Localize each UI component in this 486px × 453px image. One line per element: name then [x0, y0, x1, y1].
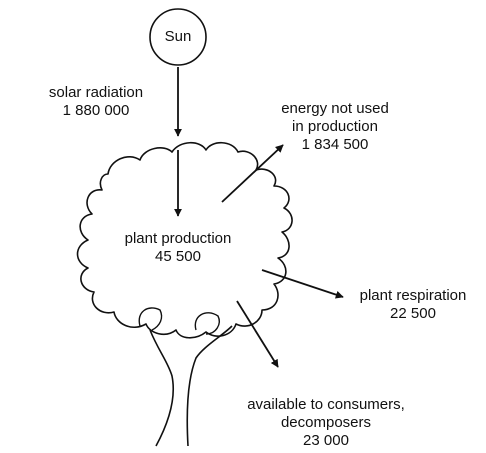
plant-production-label: plant production: [124, 230, 232, 247]
available-line1: available to consumers,: [247, 396, 405, 413]
available-value: 23 000: [303, 432, 349, 449]
sun-label: Sun: [164, 28, 192, 45]
tree-trunk-right: [186, 325, 233, 447]
solar-radiation-label-group: solar radiation 1 880 000: [30, 84, 162, 120]
energy-not-used-label-group: energy not used in production 1 834 500: [270, 100, 400, 154]
solar-radiation-value: 1 880 000: [62, 102, 130, 119]
energy-not-used-line2: in production: [292, 118, 378, 135]
sun-circle: [149, 8, 207, 66]
plant-production-label-group: plant production 45 500: [108, 230, 248, 266]
plant-respiration-value: 22 500: [390, 305, 436, 322]
arrow-available: [236, 300, 279, 368]
energy-not-used-value: 1 834 500: [301, 136, 369, 153]
plant-production-value: 45 500: [155, 248, 201, 265]
plant-respiration-label-group: plant respiration 22 500: [348, 287, 478, 323]
available-label-group: available to consumers, decomposers 23 0…: [236, 396, 416, 450]
plant-respiration-label: plant respiration: [359, 287, 467, 304]
solar-radiation-label: solar radiation: [48, 84, 144, 101]
arrow-plant-respiration: [261, 269, 344, 299]
arrow-energy-not-used: [221, 144, 284, 203]
canopy-curl-right: [194, 312, 220, 335]
available-line2: decomposers: [280, 414, 372, 431]
canopy-curl-left: [138, 307, 163, 331]
energy-not-used-line1: energy not used: [281, 100, 389, 117]
tree-trunk-left: [149, 329, 175, 447]
tree-canopy-outline: [76, 141, 293, 339]
